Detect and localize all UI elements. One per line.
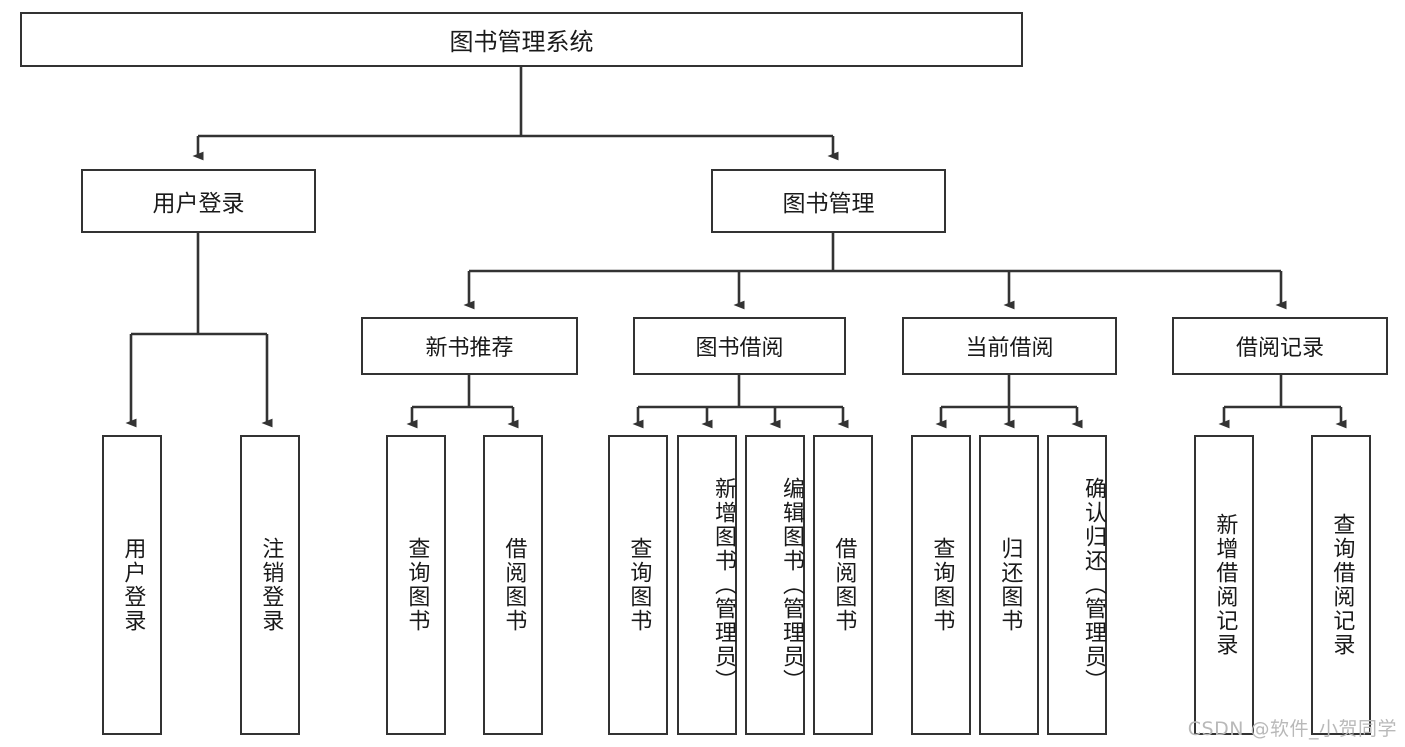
node-new-book-recommend[interactable]: 新书推荐 bbox=[361, 317, 578, 375]
leaf-user-login[interactable]: 用户登录 bbox=[102, 435, 162, 735]
leaf-add-borrow-record[interactable]: 新增借阅记录 bbox=[1194, 435, 1254, 735]
leaf-query-book-current[interactable]: 查询图书 bbox=[911, 435, 971, 735]
node-book-borrow[interactable]: 图书借阅 bbox=[633, 317, 846, 375]
node-label: 归还图书 bbox=[997, 537, 1023, 633]
node-label: 查询图书 bbox=[404, 537, 430, 633]
node-user-login[interactable]: 用户登录 bbox=[81, 169, 316, 233]
node-label: 新增借阅记录 bbox=[1212, 513, 1238, 657]
node-borrow-record[interactable]: 借阅记录 bbox=[1172, 317, 1388, 375]
node-label: 查询借阅记录 bbox=[1329, 513, 1355, 657]
leaf-edit-book-admin[interactable]: 编辑图书（管理员） bbox=[745, 435, 805, 735]
node-label: 用户登录 bbox=[152, 191, 245, 217]
node-label: 查询图书 bbox=[626, 537, 652, 633]
node-label: 借阅记录 bbox=[1235, 336, 1324, 361]
node-label: 确认归还（管理员） bbox=[1081, 477, 1106, 693]
leaf-return-book[interactable]: 归还图书 bbox=[979, 435, 1039, 735]
leaf-logout[interactable]: 注销登录 bbox=[240, 435, 300, 735]
node-label: 借阅图书 bbox=[831, 537, 857, 633]
node-book-management-system[interactable]: 图书管理系统 bbox=[20, 12, 1023, 67]
node-current-borrow[interactable]: 当前借阅 bbox=[902, 317, 1117, 375]
node-label: 图书管理 bbox=[782, 191, 875, 217]
node-label: 图书管理系统 bbox=[449, 28, 594, 56]
leaf-add-book-admin[interactable]: 新增图书（管理员） bbox=[677, 435, 737, 735]
node-book-management[interactable]: 图书管理 bbox=[711, 169, 946, 233]
leaf-confirm-return-admin[interactable]: 确认归还（管理员） bbox=[1047, 435, 1107, 735]
node-label: 新增图书（管理员） bbox=[711, 477, 736, 693]
node-label: 借阅图书 bbox=[501, 537, 527, 633]
node-label: 用户登录 bbox=[120, 537, 146, 633]
node-label: 当前借阅 bbox=[965, 336, 1054, 361]
leaf-query-book-borrow[interactable]: 查询图书 bbox=[608, 435, 668, 735]
node-label: 图书借阅 bbox=[695, 336, 784, 361]
leaf-query-book-recommend[interactable]: 查询图书 bbox=[386, 435, 446, 735]
node-label: 新书推荐 bbox=[425, 336, 514, 361]
leaf-borrow-book[interactable]: 借阅图书 bbox=[813, 435, 873, 735]
leaf-borrow-book-recommend[interactable]: 借阅图书 bbox=[483, 435, 543, 735]
watermark-text: CSDN @软件_小贺同学 bbox=[1187, 718, 1397, 740]
node-label: 编辑图书（管理员） bbox=[779, 477, 804, 693]
node-label: 注销登录 bbox=[258, 537, 284, 633]
leaf-query-borrow-record[interactable]: 查询借阅记录 bbox=[1311, 435, 1371, 735]
node-label: 查询图书 bbox=[929, 537, 955, 633]
